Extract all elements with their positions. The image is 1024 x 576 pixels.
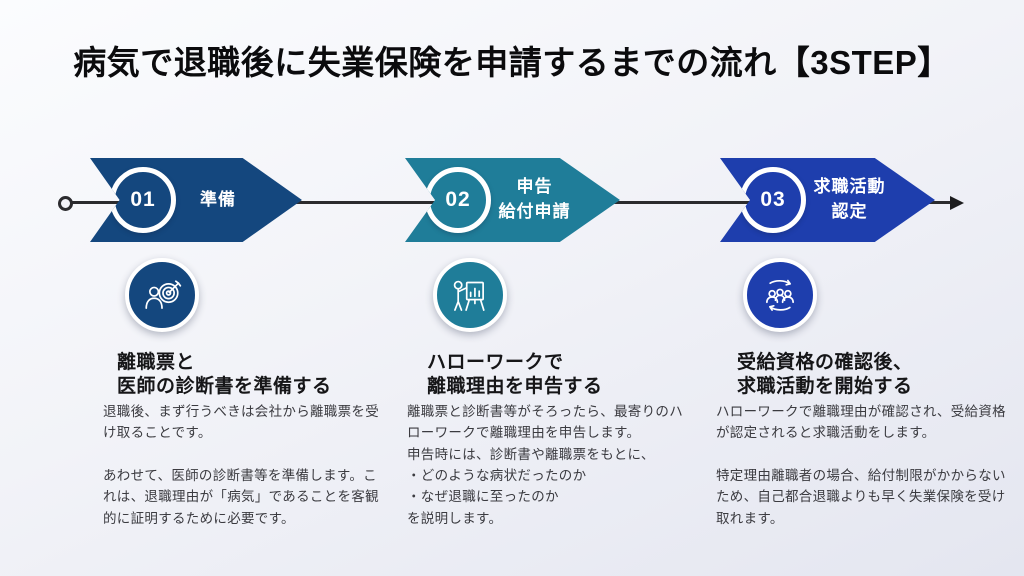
step1-heading: 離職票と 医師の診断書を準備する [117, 352, 332, 398]
step2-banner: 02 申告 給付申請 [405, 158, 620, 242]
step3-banner-label: 求職活動 認定 [813, 177, 886, 221]
timeline-start-ring-icon [58, 196, 73, 211]
step3-number-badge: 03 [740, 167, 806, 233]
step3-description: ハローワークで離職理由が確認され、受給資格が認定されると求職活動をします。 特定… [716, 404, 1006, 526]
step2-number-badge: 02 [425, 167, 491, 233]
timeline-arrowhead-icon [950, 195, 964, 210]
person-target-icon [125, 258, 199, 332]
step1-banner: 01 準備 [90, 158, 302, 242]
people-cycle-icon [743, 258, 817, 332]
step3-banner: 03 求職活動 認定 [720, 158, 935, 242]
step1-banner-label: 準備 [200, 189, 236, 209]
step2-description: 離職票と診断書等がそろったら、最寄りのハローワークで離職理由を申告します。 申告… [407, 404, 683, 526]
step1-number-badge: 01 [110, 167, 176, 233]
presentation-icon [433, 258, 507, 332]
step2-banner-label: 申告 給付申請 [498, 177, 571, 221]
step2-heading: ハローワークで 離職理由を申告する [427, 352, 603, 398]
step3-heading: 受給資格の確認後、 求職活動を開始する [737, 352, 913, 398]
step1-description: 退職後、まず行うべきは会社から離職票を受け取ることです。 あわせて、医師の診断書… [103, 404, 379, 526]
page-title: 病気で退職後に失業保険を申請するまでの流れ【3STEP】 [73, 44, 951, 81]
